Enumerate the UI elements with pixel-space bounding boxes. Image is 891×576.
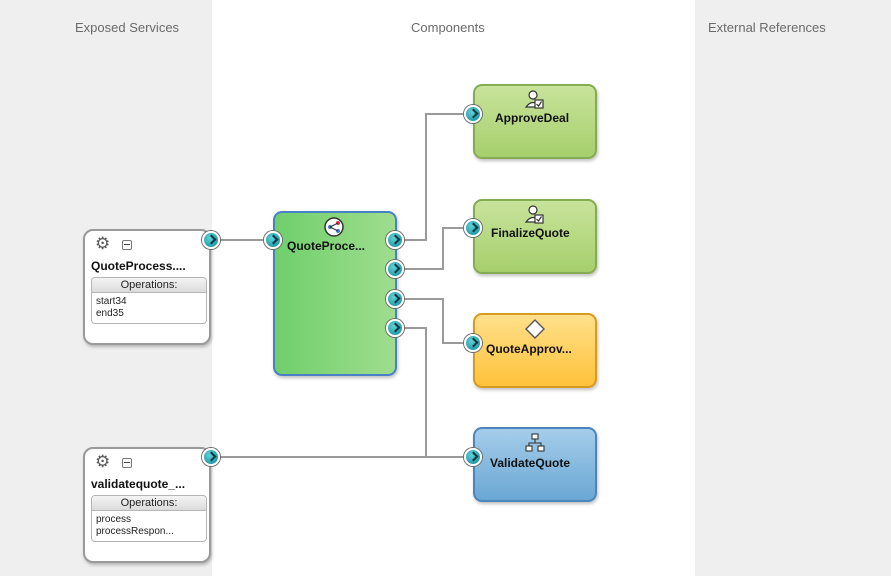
component-port-quoteprocess-out-1[interactable] — [386, 231, 404, 249]
service-title: QuoteProcess.... — [91, 259, 186, 273]
operation-item[interactable]: process — [96, 514, 132, 525]
component-validatequote[interactable]: ValidateQuote — [473, 427, 597, 502]
mediator-icon — [525, 433, 545, 452]
component-label: QuoteApprov... — [486, 342, 572, 356]
bpmn-process-icon — [324, 217, 344, 237]
operations-panel: Operations: process processRespon... — [91, 495, 207, 542]
component-label: FinalizeQuote — [491, 226, 570, 240]
operations-header: Operations: — [92, 278, 206, 293]
components-header: Components — [411, 20, 485, 35]
component-finalizequote[interactable]: FinalizeQuote — [473, 199, 597, 274]
component-port-quoteprocess-out-3[interactable] — [386, 290, 404, 308]
component-quoteapproval[interactable]: QuoteApprov... — [473, 313, 597, 388]
wire-finalizequote[interactable] — [403, 227, 466, 270]
component-quoteprocess[interactable]: QuoteProce... — [273, 211, 397, 376]
exposed-services-header: Exposed Services — [75, 20, 180, 35]
wire-quoteapproval[interactable] — [403, 298, 466, 344]
component-port-approvedeal[interactable] — [464, 105, 482, 123]
operations-header: Operations: — [92, 496, 206, 511]
component-port-quoteapproval[interactable] — [464, 334, 482, 352]
external-references-lane: External References — [695, 0, 891, 576]
wire-validatequote-from-process[interactable] — [403, 327, 466, 458]
component-approvedeal[interactable]: ApproveDeal — [473, 84, 597, 159]
service-card-quoteprocess[interactable]: ⚙ QuoteProcess.... Operations: start34 e… — [83, 229, 211, 345]
service-port-validatequote[interactable] — [202, 448, 220, 466]
component-label: ApproveDeal — [495, 111, 570, 125]
wire-approvedeal[interactable] — [403, 113, 466, 241]
component-port-quoteprocess-out-2[interactable] — [386, 260, 404, 278]
collapse-icon[interactable] — [122, 240, 132, 250]
service-title: validatequote_... — [91, 477, 186, 491]
operations-panel: Operations: start34 end35 — [91, 277, 207, 324]
service-port-quoteprocess[interactable] — [202, 231, 220, 249]
collapse-icon[interactable] — [122, 458, 132, 468]
operation-item[interactable]: end35 — [96, 308, 124, 319]
operation-item[interactable]: processRespon... — [96, 526, 174, 537]
component-label: ValidateQuote — [490, 456, 571, 470]
component-port-quoteprocess-out-4[interactable] — [386, 319, 404, 337]
component-port-quoteprocess-in[interactable] — [264, 231, 282, 249]
operation-item[interactable]: start34 — [96, 296, 127, 307]
service-card-validatequote[interactable]: ⚙ validatequote_... Operations: process … — [83, 447, 211, 563]
human-task-icon — [525, 205, 544, 224]
component-port-finalizequote[interactable] — [464, 219, 482, 237]
gear-icon: ⚙ — [95, 234, 111, 253]
human-task-icon — [525, 90, 544, 109]
gear-icon: ⚙ — [95, 452, 111, 471]
component-port-validatequote[interactable] — [464, 448, 482, 466]
component-label: QuoteProce... — [287, 239, 366, 253]
external-references-header: External References — [708, 20, 826, 35]
business-rule-icon — [525, 319, 545, 339]
